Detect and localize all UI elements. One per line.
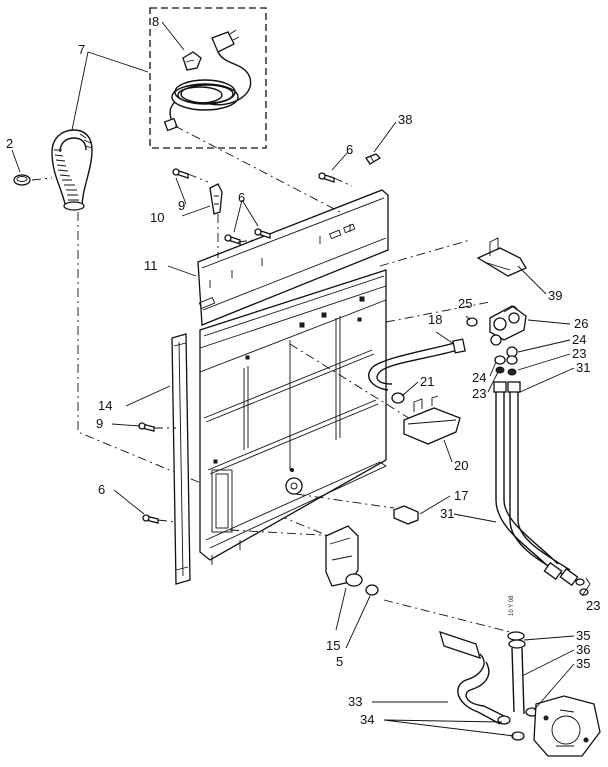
callout-c21: 21 [420,374,434,389]
power-cord-coil [163,51,252,132]
drain-pump [533,695,601,757]
callout-c7: 7 [78,42,85,57]
callout-c24a: 24 [572,332,586,347]
callout-c5: 5 [336,654,343,669]
callout-c9a: 9 [178,198,185,213]
callout-c15: 15 [326,638,340,653]
hose-clamp [365,584,379,596]
drain-hose-lower [439,630,526,725]
leader-lines [11,21,591,737]
callout-c25: 25 [458,296,472,311]
callout-c38: 38 [398,112,412,127]
callout-c6b: 6 [238,190,245,205]
callout-c39: 39 [548,288,562,303]
callout-c23b: 23 [472,386,486,401]
water-inlet-valve [489,305,527,358]
clip [365,153,382,165]
callout-c35b: 35 [576,656,590,671]
mounting-bracket [403,395,461,445]
callout-c11: 11 [144,258,158,273]
cap [393,505,419,525]
hose-washers [575,578,589,596]
callout-c2: 2 [6,136,13,151]
screw [224,234,241,245]
callout-c24b: 24 [472,370,486,385]
callout-c20: 20 [454,458,468,473]
bracket [476,237,527,277]
callout-c23a: 23 [572,346,586,361]
callout-c31b: 31 [440,506,454,521]
callout-c36: 36 [576,642,590,657]
callout-c8: 8 [152,14,159,29]
callout-c6a: 6 [346,142,353,157]
diagram-stamp: 10 Y 08 [509,595,515,616]
drain-housing [325,525,363,587]
callout-c18: 18 [428,312,442,327]
valve-washers [466,317,518,376]
cord-clip [209,183,223,215]
callout-c33: 33 [348,694,362,709]
callout-c6c: 6 [98,482,105,497]
callout-c34: 34 [360,712,374,727]
fill-hose [368,338,466,391]
hose-clamp [391,392,405,404]
screw [138,422,155,432]
power-plug [211,29,240,53]
callout-c9b: 9 [96,416,103,431]
screw [172,168,189,179]
callout-c23c: 23 [586,598,600,613]
strain-relief-clamp [182,51,202,71]
drain-hose [51,129,93,211]
screw [254,228,271,239]
side-trim-strip [171,333,191,585]
power-cord-kit-box [149,7,267,149]
callout-c31a: 31 [576,360,590,375]
rear-panel [197,189,389,565]
screw [318,172,335,183]
callout-c26: 26 [574,316,588,331]
screw [142,514,159,524]
callout-c10: 10 [150,210,164,225]
callout-c17: 17 [454,488,468,503]
inlet-hoses [493,381,579,587]
callout-c14: 14 [98,398,112,413]
hose-clamp [13,174,31,186]
callout-c35a: 35 [576,628,590,643]
